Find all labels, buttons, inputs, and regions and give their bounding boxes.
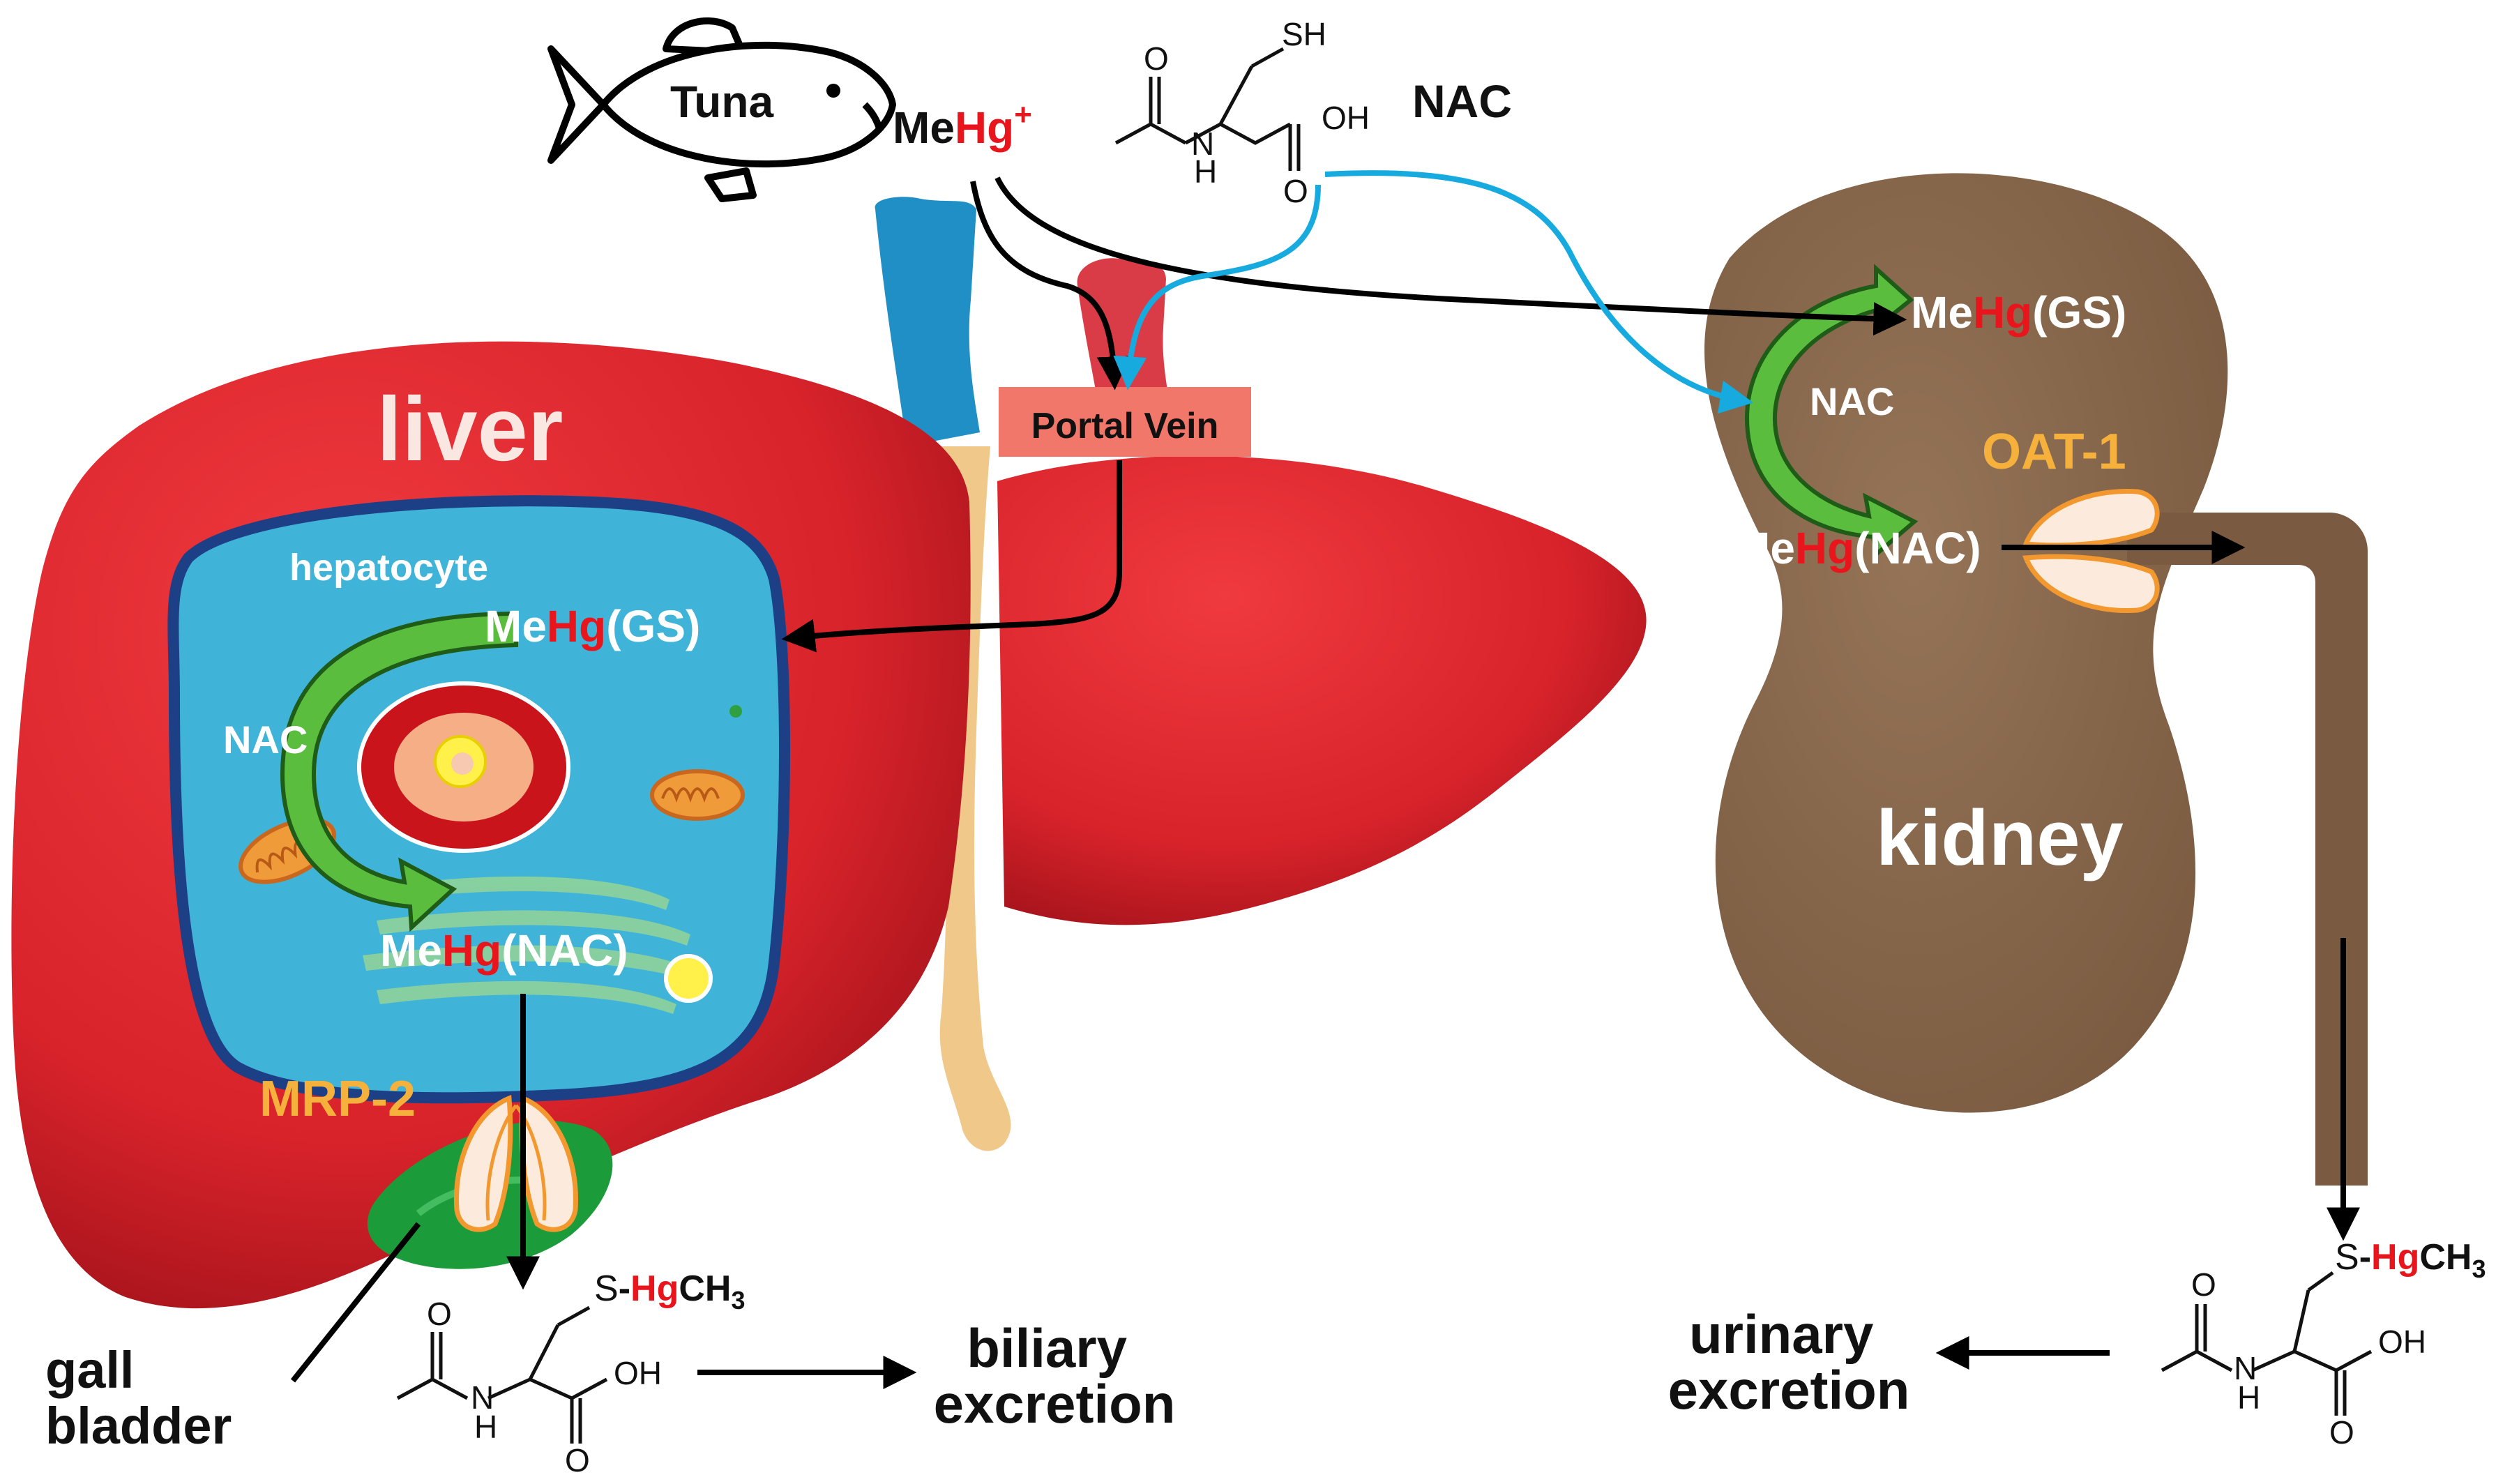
urinary-ch: CH <box>2419 1237 2472 1278</box>
liver-mehg-nac-prefix: Me <box>380 925 442 976</box>
biliary-excretion-label: biliary excretion <box>934 1317 1176 1434</box>
biliary-h: H <box>474 1409 497 1445</box>
vena-cava <box>875 197 980 446</box>
kidney-mehg-nac-metal: Hg <box>1795 523 1854 573</box>
nac-top-h: H <box>1194 153 1217 190</box>
biliary-o2: O <box>565 1442 590 1478</box>
biliary-s-hgch3: S-HgCH3 <box>594 1269 745 1315</box>
portal-vein-label: Portal Vein <box>1031 406 1219 446</box>
kidney-green-arrow <box>1744 264 1919 559</box>
kidney-organ: kidney MeHg(GS) NAC MeHg(NAC) OAT-1 <box>1704 173 2368 1186</box>
flow-arrows <box>506 170 2360 1389</box>
mehg-source-charge: + <box>1014 98 1032 132</box>
portal-vein-box: Portal Vein <box>999 387 1251 457</box>
liver-mehg-gs-suffix: (GS) <box>606 601 700 651</box>
arrow-mehg-to-portal <box>970 181 1130 391</box>
golgi-apparatus <box>363 876 697 1014</box>
hepatocyte-label: hepatocyte <box>289 547 488 589</box>
kidney-mehg-gs-prefix: Me <box>1911 287 1973 338</box>
urinary-h: H <box>2237 1379 2260 1416</box>
nucleus <box>357 681 570 853</box>
biliary-excretion-line2: excretion <box>934 1373 1176 1434</box>
nac-top-oh: OH <box>1322 100 1370 136</box>
urinary-sub3: 3 <box>2472 1255 2486 1283</box>
nac-top-o2: O <box>1283 173 1308 209</box>
liver-mehg-gs-metal: Hg <box>547 601 606 651</box>
urinary-hg: Hg <box>2371 1237 2419 1278</box>
vesicle-small <box>729 705 742 718</box>
gall-bladder-label-line2: bladder <box>45 1397 232 1455</box>
arrow-nac-to-portal <box>1113 184 1321 391</box>
kidney-mehg-gs-suffix: (GS) <box>2032 287 2126 338</box>
mitochondrion-right <box>650 769 745 821</box>
biliary-excretion-line1: biliary <box>967 1317 1127 1379</box>
mehg-source-metal: Hg <box>955 103 1014 153</box>
urinary-excretion-line2: excretion <box>1668 1359 1910 1421</box>
nac-top-o1: O <box>1144 40 1169 77</box>
tuna-fish: Tuna <box>547 17 896 202</box>
gall-bladder-label-line1: gall <box>45 1341 134 1399</box>
urinary-excretion-line1: urinary <box>1689 1303 1873 1365</box>
liver-nac-label: NAC <box>223 718 308 762</box>
biliary-n: N <box>471 1379 494 1416</box>
kidney-mehg-gs: MeHg(GS) <box>1911 287 2126 338</box>
arrow-mehg-to-kidney <box>994 176 1907 336</box>
liver-mehg-nac-metal: Hg <box>442 925 501 976</box>
urinary-o1: O <box>2191 1266 2216 1303</box>
biliary-hg: Hg <box>630 1269 679 1309</box>
oat1-transporter: OAT-1 <box>1982 424 2160 614</box>
biliary-dash: - <box>619 1269 630 1309</box>
kidney-mehg-nac-suffix: (NAC) <box>1854 523 1981 573</box>
liver-right-lobe <box>997 455 1647 925</box>
liver-mehg-nac: MeHg(NAC) <box>380 925 628 976</box>
urinary-n: N <box>2234 1350 2257 1386</box>
nac-molecule-top: O N H SH OH O <box>1114 16 1370 209</box>
nac-top-label: NAC <box>1412 75 1512 127</box>
tuna-label: Tuna <box>670 77 774 127</box>
fish-icon <box>547 17 896 202</box>
vesicle <box>664 954 713 1003</box>
liver-mehg-gs-prefix: Me <box>485 601 547 651</box>
mrp2-transporter: MRP-2 <box>259 1071 579 1232</box>
arrow-portal-to-hepatocyte <box>781 460 1122 653</box>
kidney-nac-label: NAC <box>1810 379 1894 423</box>
biliary-ch: CH <box>679 1269 731 1309</box>
biliary-o1: O <box>427 1296 452 1332</box>
liver-label: liver <box>377 378 563 480</box>
biliary-product-molecule: O N H OH O S-HgCH3 <box>396 1269 745 1478</box>
kidney-mehg-nac-prefix: Me <box>1733 523 1795 573</box>
hepatocyte-cell: hepatocyte MeHg(GS) <box>167 495 790 1104</box>
kidney-mehg-nac: MeHg(NAC) <box>1733 523 1981 573</box>
urinary-excretion-label: urinary excretion <box>1668 1303 1910 1421</box>
arrow-nac-to-kidney <box>1324 170 1754 414</box>
urinary-product-molecule: O N H OH O S-HgCH3 <box>2161 1237 2486 1451</box>
nac-top-sh: SH <box>1282 16 1326 52</box>
biliary-sub3: 3 <box>731 1286 745 1315</box>
mehg-source-prefix: Me <box>893 103 955 153</box>
mrp2-label: MRP-2 <box>259 1071 416 1127</box>
kidney-body <box>1704 173 2228 1113</box>
biliary-oh: OH <box>614 1355 662 1391</box>
kidney-label: kidney <box>1876 794 2124 881</box>
urinary-o2: O <box>2329 1414 2354 1451</box>
urinary-s: S <box>2335 1237 2359 1278</box>
gall-bladder-label: gall bladder <box>45 1341 232 1455</box>
liver-mehg-gs: MeHg(GS) <box>485 601 700 651</box>
liver-mehg-nac-suffix: (NAC) <box>501 925 628 976</box>
urinary-s-hgch3: S-HgCH3 <box>2335 1237 2486 1283</box>
liver-green-arrow <box>280 611 518 932</box>
kidney-mehg-gs-metal: Hg <box>1973 287 2032 338</box>
transporter-icon <box>2022 488 2160 614</box>
mehg-source: MeHg+ <box>893 98 1032 153</box>
gall-bladder-leader <box>290 1222 421 1383</box>
urinary-dash: - <box>2359 1237 2371 1278</box>
nac-top-n: N <box>1191 126 1214 162</box>
urinary-oh: OH <box>2378 1324 2426 1360</box>
oat1-label: OAT-1 <box>1982 424 2126 480</box>
biliary-s: S <box>594 1269 619 1309</box>
